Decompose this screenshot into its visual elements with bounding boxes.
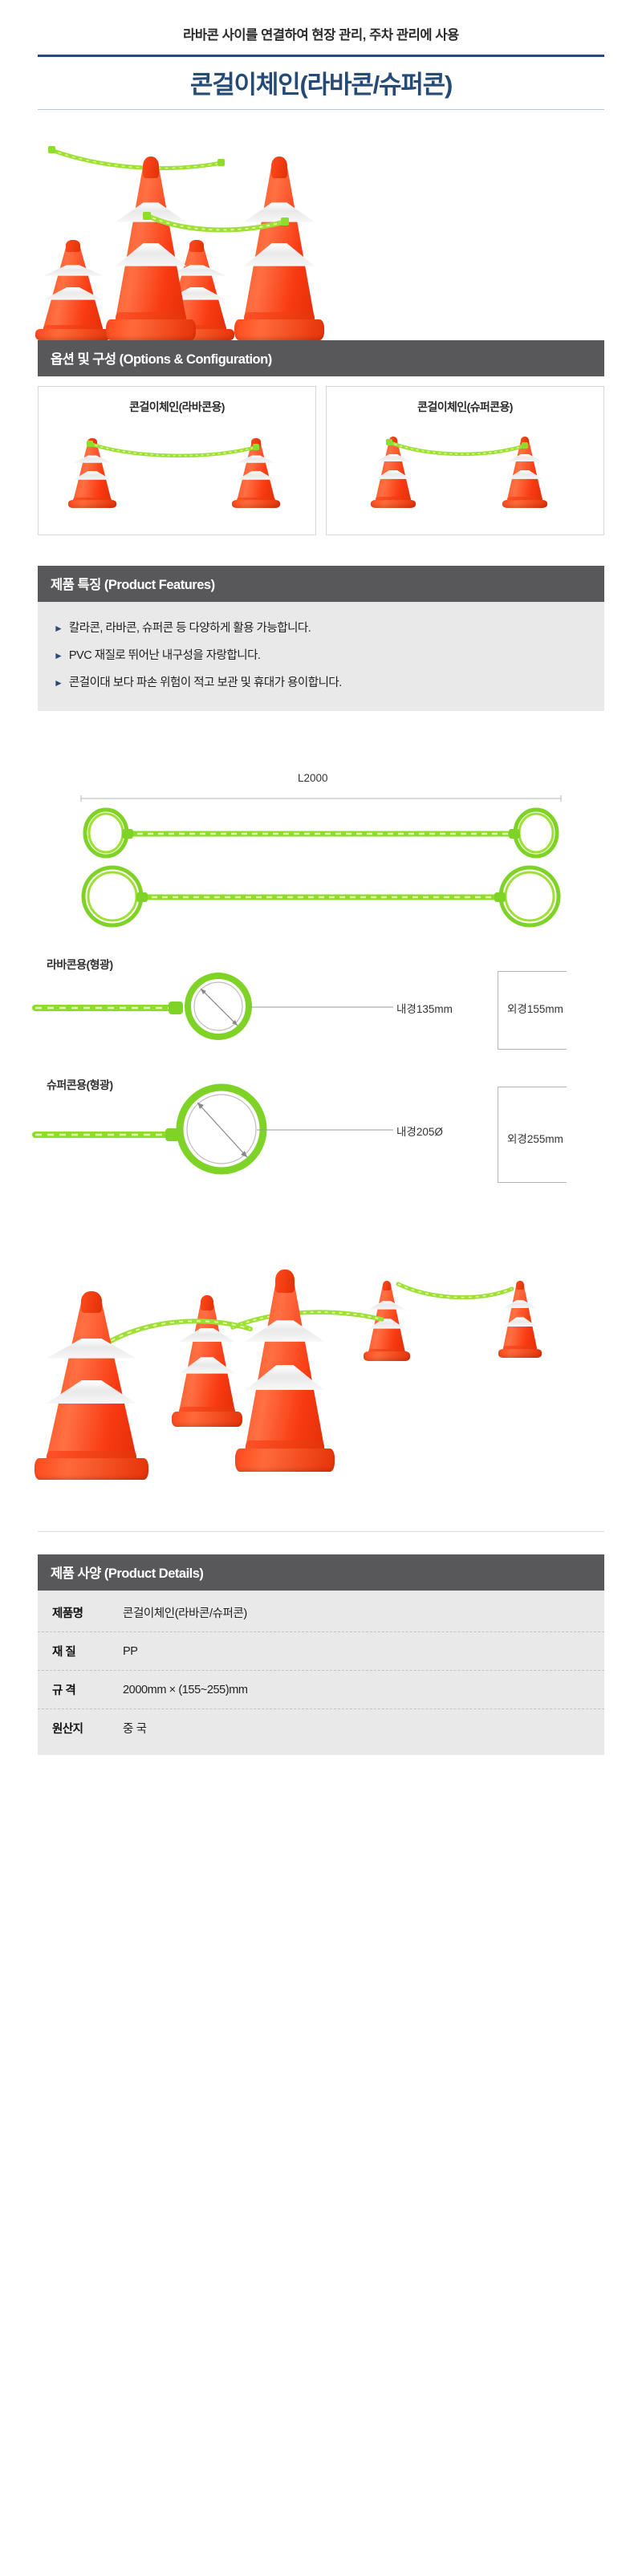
page-header: 라바콘 사이를 연결하여 현장 관리, 주차 관리에 사용 콘걸이체인(라바콘/… <box>0 0 642 110</box>
overall-length-label: L2000 <box>298 772 328 784</box>
length-measure-line <box>80 795 562 802</box>
traffic-cone-left <box>67 437 117 508</box>
outer-diameter-tick-top <box>498 971 567 972</box>
feature-item-label: PVC 재질로 뛰어난 내구성을 자랑합니다. <box>68 649 261 662</box>
traffic-cone-back-left <box>34 240 112 340</box>
options-section-header: 옵션 및 구성 (Options & Configuration) <box>38 340 604 376</box>
feature-item: ► PVC 재질로 뛰어난 내구성을 자랑합니다. <box>38 642 604 669</box>
chain-link-icon <box>386 439 528 457</box>
chain-product-super-cone <box>81 865 561 928</box>
variant-name-super-cone: 슈퍼콘용(형광) <box>47 1079 113 1091</box>
section-divider <box>38 1531 604 1532</box>
traffic-cone-scene-5 <box>498 1281 542 1358</box>
product-details-section: 제품 사양 (Product Details) 제품명 콘걸이체인(라바콘/슈퍼… <box>38 1554 604 1755</box>
table-row-key: 제품명 <box>52 1607 83 1620</box>
chain-link-scene-near <box>94 1318 253 1352</box>
outer-diameter-label-rubber-cone: 외경155mm <box>507 1003 563 1015</box>
outer-diameter-tick-bottom <box>498 1182 567 1183</box>
chain-product-rubber-cone <box>83 807 559 859</box>
traffic-cone-front-right <box>233 156 326 340</box>
installation-scene-photo <box>0 1215 642 1504</box>
features-section: 제품 특징 (Product Features) ► 칼라콘, 라바콘, 슈퍼콘… <box>38 566 604 711</box>
triangle-bullet-icon: ► <box>54 677 63 689</box>
chain-link-scene-far <box>396 1282 514 1300</box>
option-card-super-cone[interactable]: 콘걸이체인(슈퍼콘용) <box>326 386 604 535</box>
outer-diameter-tick-bottom <box>498 1049 567 1050</box>
traffic-cone-scene-3 <box>233 1270 337 1472</box>
chain-link-icon <box>87 441 259 458</box>
variant-name-rubber-cone: 라바콘용(형광) <box>47 958 113 971</box>
table-row-value: 중 국 <box>123 1723 147 1736</box>
inner-diameter-leader-line <box>257 1129 393 1131</box>
table-row: 원산지 중 국 <box>38 1709 604 1747</box>
title-top-rule <box>38 55 604 57</box>
options-grid: 콘걸이체인(라바콘용) <box>38 386 604 535</box>
page-title: 콘걸이체인(라바콘/슈퍼콘) <box>189 71 453 99</box>
table-row-key: 규 격 <box>52 1684 76 1697</box>
details-section-header: 제품 사양 (Product Details) <box>38 1554 604 1591</box>
option-card-label: 콘걸이체인(라바콘용) <box>129 400 225 413</box>
table-row: 재 질 PP <box>38 1632 604 1671</box>
inner-diameter-label-super-cone: 내경205Ø <box>396 1126 443 1138</box>
variant-rubber-cone-illustration <box>32 973 252 1040</box>
option-card-illustration <box>327 415 603 519</box>
option-card-label: 콘걸이체인(슈퍼콘용) <box>417 400 513 413</box>
chain-link-back <box>48 146 225 171</box>
table-row-key: 원산지 <box>52 1723 83 1736</box>
option-card-illustration <box>39 415 315 519</box>
option-card-rubber-cone[interactable]: 콘걸이체인(라바콘용) <box>38 386 316 535</box>
inner-diameter-label-rubber-cone: 내경135mm <box>396 1003 453 1015</box>
features-section-header: 제품 특징 (Product Features) <box>38 566 604 602</box>
feature-item-label: 콘걸이대 보다 파손 위험이 적고 보관 및 휴대가 용이합니다. <box>68 677 342 689</box>
outer-diameter-label-super-cone: 외경255mm <box>507 1133 563 1145</box>
traffic-cone-scene-2 <box>170 1294 244 1427</box>
table-row: 제품명 콘걸이체인(라바콘/슈퍼콘) <box>38 1594 604 1632</box>
table-row-value: 2000mm × (155~255)mm <box>123 1683 248 1696</box>
table-row-value: PP <box>123 1644 138 1658</box>
table-row-value: 콘걸이체인(라바콘/슈퍼콘) <box>123 1607 247 1620</box>
features-list: ► 칼라콘, 라바콘, 슈퍼콘 등 다양하게 활용 가능합니다. ► PVC 재… <box>38 602 604 711</box>
table-row: 규 격 2000mm × (155~255)mm <box>38 1671 604 1709</box>
feature-item: ► 콘걸이대 보다 파손 위험이 적고 보관 및 휴대가 용이합니다. <box>38 669 604 697</box>
variant-super-cone-illustration <box>32 1083 267 1175</box>
triangle-bullet-icon: ► <box>54 623 63 634</box>
triangle-bullet-icon: ► <box>54 650 63 661</box>
dimension-diagram: L2000 <box>0 761 642 1194</box>
title-bottom-rule <box>38 109 604 110</box>
inner-diameter-leader-line <box>249 1006 393 1008</box>
feature-item: ► 칼라콘, 라바콘, 슈퍼콘 등 다양하게 활용 가능합니다. <box>38 615 604 642</box>
hero-product-photo <box>0 128 642 340</box>
chain-link-front <box>143 212 289 233</box>
chain-link-scene-mid <box>230 1310 384 1330</box>
product-details-table: 제품명 콘걸이체인(라바콘/슈퍼콘) 재 질 PP 규 격 2000mm × (… <box>38 1591 604 1755</box>
options-section: 옵션 및 구성 (Options & Configuration) 콘걸이체인(… <box>38 340 604 535</box>
table-row-key: 재 질 <box>52 1646 76 1659</box>
feature-item-label: 칼라콘, 라바콘, 슈퍼콘 등 다양하게 활용 가능합니다. <box>68 622 311 635</box>
page-subtitle: 라바콘 사이를 연결하여 현장 관리, 주차 관리에 사용 <box>183 28 459 43</box>
traffic-cone-scene-1 <box>32 1290 151 1480</box>
traffic-cone-front-left <box>104 156 197 340</box>
